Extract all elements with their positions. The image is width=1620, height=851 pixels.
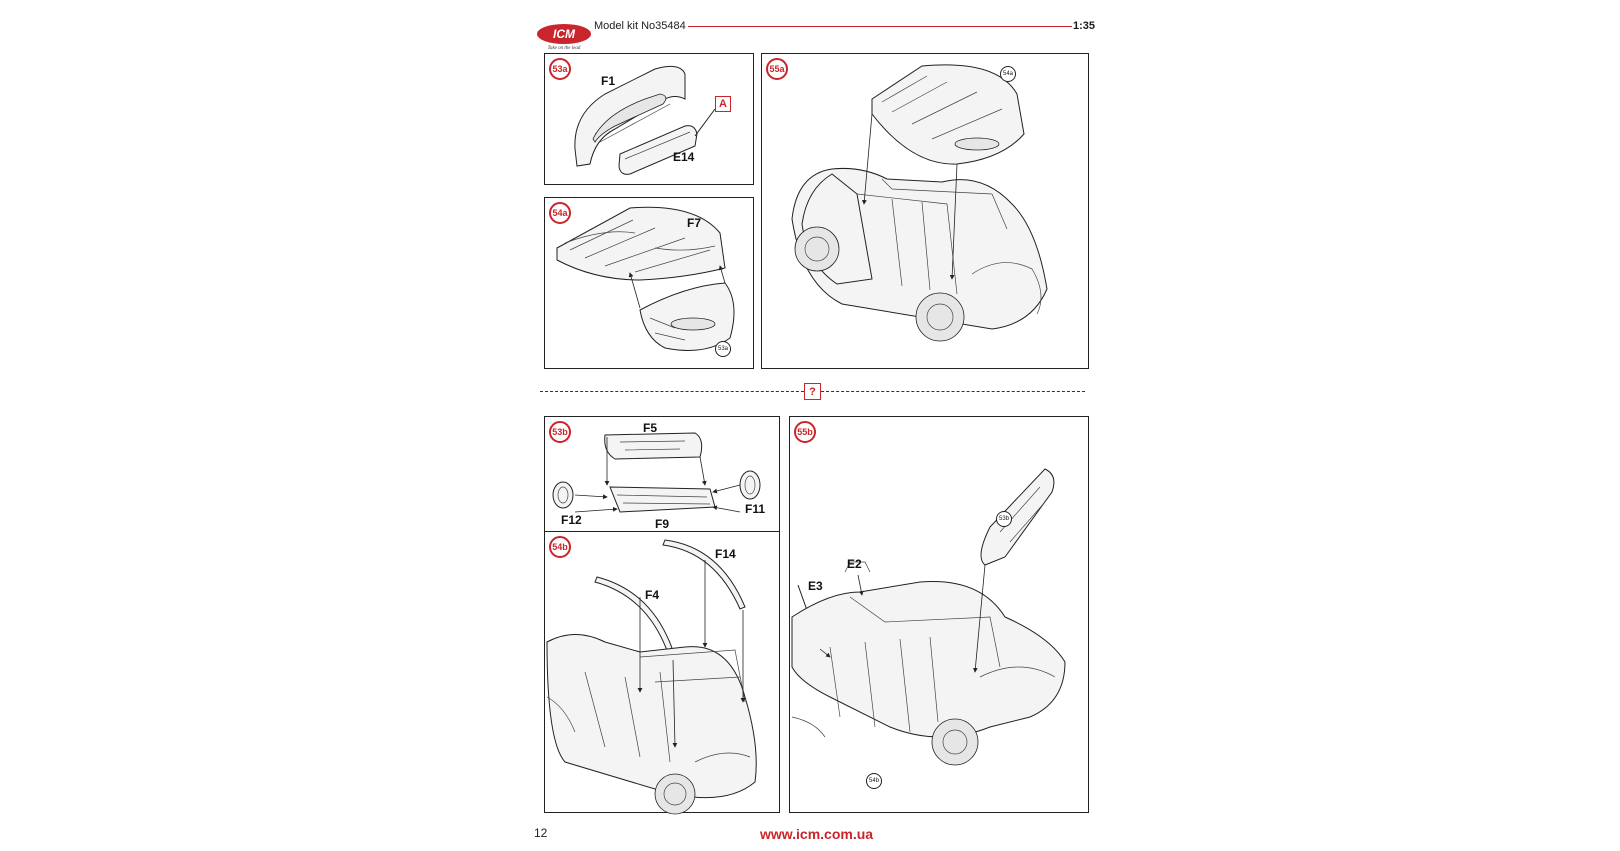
marker-a: A xyxy=(715,96,731,112)
label-f1: F1 xyxy=(601,74,616,88)
step-53a-badge: 53a xyxy=(549,58,571,80)
svg-text:Take on the lead: Take on the lead xyxy=(548,46,581,51)
ref-53b: 53b xyxy=(996,511,1012,527)
step-55a-panel: 55a 54a xyxy=(761,53,1089,369)
website-link[interactable]: www.icm.com.ua xyxy=(760,826,874,842)
label-f11: F11 xyxy=(745,502,766,516)
step-53a-drawing xyxy=(574,65,716,175)
label-f14: F14 xyxy=(715,547,736,561)
model-kit-number: Model kit No35484 xyxy=(594,20,686,32)
step-54b-badge: 54b xyxy=(549,536,571,558)
page-number: 12 xyxy=(534,826,548,840)
step-54a-badge: 54a xyxy=(549,202,571,224)
svg-text:ICM: ICM xyxy=(553,27,576,41)
label-f12: F12 xyxy=(561,513,582,527)
label-f5: F5 xyxy=(643,421,658,435)
step-53b-badge: 53b xyxy=(549,421,571,443)
step-55b-badge: 55b xyxy=(794,421,816,443)
header-rule xyxy=(688,26,1072,27)
ref-54b: 54b xyxy=(866,773,882,789)
step-55b-drawing xyxy=(791,468,1066,766)
icm-logo: ICM Take on the lead xyxy=(534,20,594,51)
label-e3: E3 xyxy=(808,579,823,593)
question-marker: ? xyxy=(804,383,821,400)
step-53b-drawing xyxy=(552,432,761,513)
step-54a-drawing xyxy=(556,206,735,351)
step-55a-drawing xyxy=(791,64,1048,342)
step-54b-panel: 54b F14 F4 xyxy=(544,531,780,815)
step-53a-panel: 53a F1 E14 A xyxy=(544,53,754,185)
scale-label: 1:35 xyxy=(1073,20,1096,32)
label-e14: E14 xyxy=(673,150,695,164)
label-e2: E2 xyxy=(847,557,862,571)
ref-54a: 54a xyxy=(1000,66,1016,82)
step-55b-panel: 55b E2 E3 53b 54b xyxy=(789,416,1089,813)
step-55a-badge: 55a xyxy=(766,58,788,80)
label-f7: F7 xyxy=(687,216,702,230)
step-54a-panel: 54a F7 53a xyxy=(544,197,754,369)
ref-53a: 53a xyxy=(715,341,731,357)
label-f4: F4 xyxy=(645,588,660,602)
step-54b-drawing xyxy=(546,539,757,815)
label-f9: F9 xyxy=(655,517,670,531)
step-53b-panel: 53b F5 F12 F9 F11 xyxy=(544,416,780,532)
